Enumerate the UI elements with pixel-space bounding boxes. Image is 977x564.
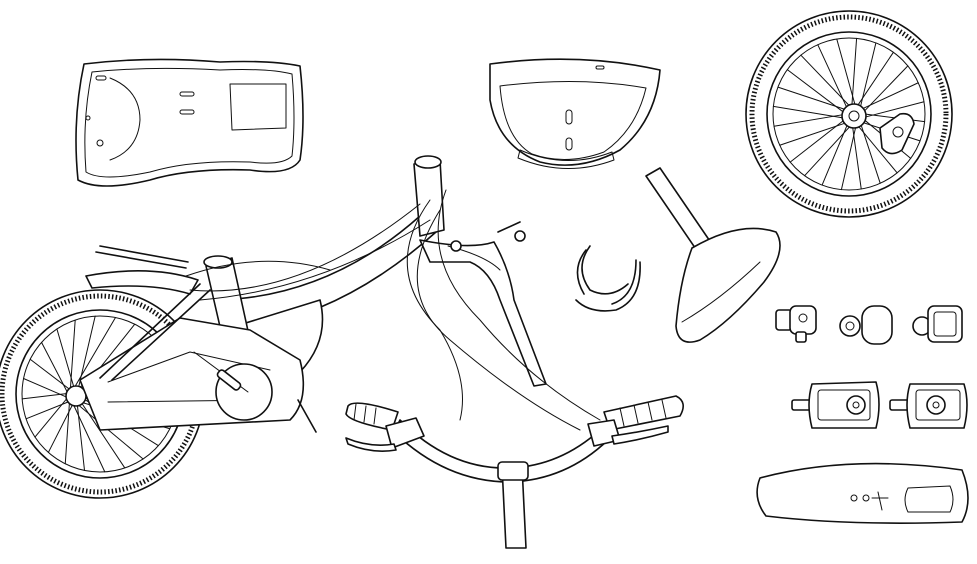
brake-cable-clips [575, 245, 641, 312]
bell [775, 305, 817, 343]
spoke [855, 51, 894, 108]
spoke [74, 317, 116, 388]
rear-fender [489, 58, 661, 170]
spoke [41, 341, 69, 394]
spoke [772, 105, 846, 119]
brake-cables [406, 189, 601, 431]
handlebar [345, 395, 684, 549]
spoke [81, 402, 126, 469]
reflector-rear [912, 305, 963, 343]
spoke [859, 121, 881, 184]
front-wheel [745, 10, 953, 218]
front-wheel-spokes [772, 37, 926, 191]
seat [645, 167, 781, 343]
chain-guard-cover [75, 58, 304, 187]
bike-frame [79, 155, 445, 433]
front-fender [756, 462, 969, 524]
spoke [25, 401, 70, 420]
frame-rear-fender [85, 245, 199, 295]
spoke [862, 101, 925, 119]
spoke [859, 82, 919, 111]
pedal-right [889, 383, 968, 429]
spoke [804, 124, 853, 177]
front-fork [419, 221, 547, 387]
spoke [23, 378, 68, 398]
spoke [76, 404, 86, 471]
spoke [69, 319, 76, 390]
spoke [779, 121, 849, 146]
pedal-left [791, 381, 880, 429]
spoke [851, 37, 858, 108]
reflector-front [839, 305, 893, 345]
spoke [817, 44, 849, 111]
spoke [786, 69, 846, 115]
spoke [47, 403, 74, 453]
spoke [840, 124, 857, 191]
